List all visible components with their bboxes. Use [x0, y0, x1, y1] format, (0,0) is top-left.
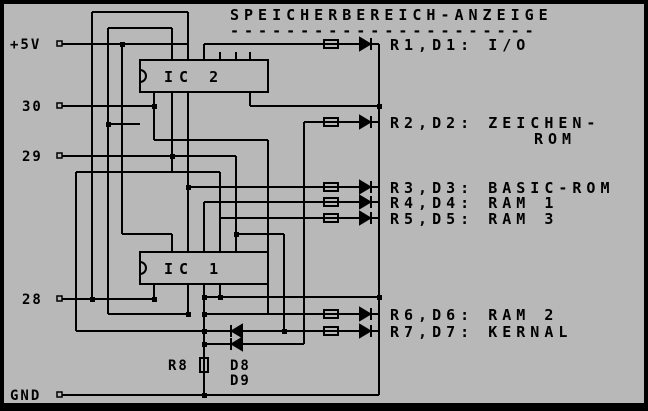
output-label-r1: R1,D1: I/O [390, 36, 531, 54]
output-label-r6: R6,D6: RAM 2 [390, 306, 559, 324]
pin-label-28: 28 [22, 292, 43, 308]
title-underline: ---------------------- [230, 22, 539, 40]
page-title: SPEICHERBEREICH-ANZEIGE [230, 6, 553, 24]
pin-label-30: 30 [22, 99, 43, 115]
pin-label-gnd: GND [10, 388, 42, 404]
pin-label-5v: +5V [10, 37, 42, 53]
output-label-r2-cont: ROM [534, 130, 577, 148]
ic1-label: IC 1 [164, 260, 225, 278]
output-label-r3: R3,D3: BASIC-ROM [390, 179, 615, 197]
resistor-label-r8: R8 [168, 358, 189, 374]
diode-label-d8: D8 [230, 358, 251, 374]
schematic-screen: SPEICHERBEREICH-ANZEIGE ----------------… [4, 4, 644, 403]
output-label-r5: R5,D5: RAM 3 [390, 210, 559, 228]
pin-label-29: 29 [22, 149, 43, 165]
output-label-r2: R2,D2: ZEICHEN- [390, 114, 601, 132]
output-label-r4: R4,D4: RAM 1 [390, 194, 559, 212]
output-label-r7: R7,D7: KERNAL [390, 323, 573, 341]
diode-label-d9: D9 [230, 373, 251, 389]
ic2-label: IC 2 [164, 68, 225, 86]
circuit-diagram [56, 11, 382, 398]
